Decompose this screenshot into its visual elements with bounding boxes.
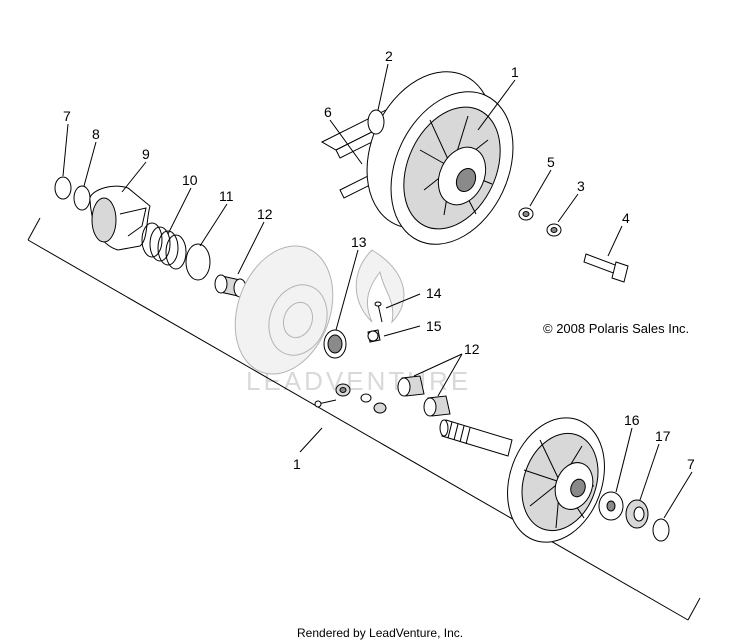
callout-12-left: 12 bbox=[257, 206, 273, 222]
bushing-part-13 bbox=[323, 329, 347, 359]
drive-clutch-bottom bbox=[507, 417, 605, 543]
snap-ring-part-7-left bbox=[54, 176, 72, 200]
washer-part-5 bbox=[518, 207, 534, 221]
bushing-part-12-left bbox=[214, 274, 247, 298]
bolt-part-4 bbox=[583, 253, 629, 283]
snap-ring-part-7-right bbox=[652, 518, 670, 542]
callout-9: 9 bbox=[142, 146, 150, 162]
cover-part-9 bbox=[89, 185, 151, 251]
ring-part-17 bbox=[625, 499, 649, 529]
callout-12-right: 12 bbox=[464, 341, 480, 357]
drive-clutch-top bbox=[366, 71, 514, 245]
callout-16: 16 bbox=[624, 412, 640, 428]
callout-14: 14 bbox=[426, 285, 442, 301]
callout-6: 6 bbox=[324, 104, 332, 120]
watermark-logo bbox=[355, 249, 405, 324]
rendered-by-footer: Rendered by LeadVenture, Inc. bbox=[297, 626, 463, 640]
nut-part bbox=[360, 393, 387, 414]
callout-15: 15 bbox=[426, 318, 442, 334]
leader-lines bbox=[62, 63, 693, 519]
callout-11: 11 bbox=[219, 188, 234, 204]
clutch-shaft bbox=[439, 419, 513, 457]
callout-2: 2 bbox=[385, 48, 393, 64]
small-screw bbox=[314, 399, 337, 408]
callout-8: 8 bbox=[92, 126, 100, 142]
washer-part-16 bbox=[598, 491, 624, 521]
callout-1-bottom: 1 bbox=[293, 456, 301, 472]
pin-part-14 bbox=[374, 301, 383, 323]
callout-3: 3 bbox=[577, 178, 585, 194]
assembly-bracket bbox=[27, 217, 701, 621]
callout-7-left: 7 bbox=[63, 108, 71, 124]
callout-5: 5 bbox=[547, 154, 555, 170]
callout-1-top: 1 bbox=[511, 64, 519, 80]
callout-4: 4 bbox=[622, 210, 630, 226]
washer-part-11 bbox=[185, 243, 211, 281]
weight-part bbox=[335, 383, 351, 397]
ring-part-2 bbox=[367, 109, 385, 135]
bushing-part-12-lower bbox=[423, 395, 451, 417]
callout-13: 13 bbox=[351, 234, 367, 250]
callout-10: 10 bbox=[182, 172, 198, 188]
roller-part-15 bbox=[367, 329, 381, 343]
bushing-part-12-upper bbox=[397, 375, 425, 397]
copyright-notice: © 2008 Polaris Sales Inc. bbox=[543, 321, 689, 336]
washer-part-8 bbox=[73, 185, 91, 211]
spring-part-10 bbox=[141, 222, 187, 270]
callout-17: 17 bbox=[655, 428, 671, 444]
washer-part-3 bbox=[546, 223, 562, 237]
callout-7-right: 7 bbox=[687, 456, 695, 472]
movable-sheave bbox=[234, 245, 334, 375]
